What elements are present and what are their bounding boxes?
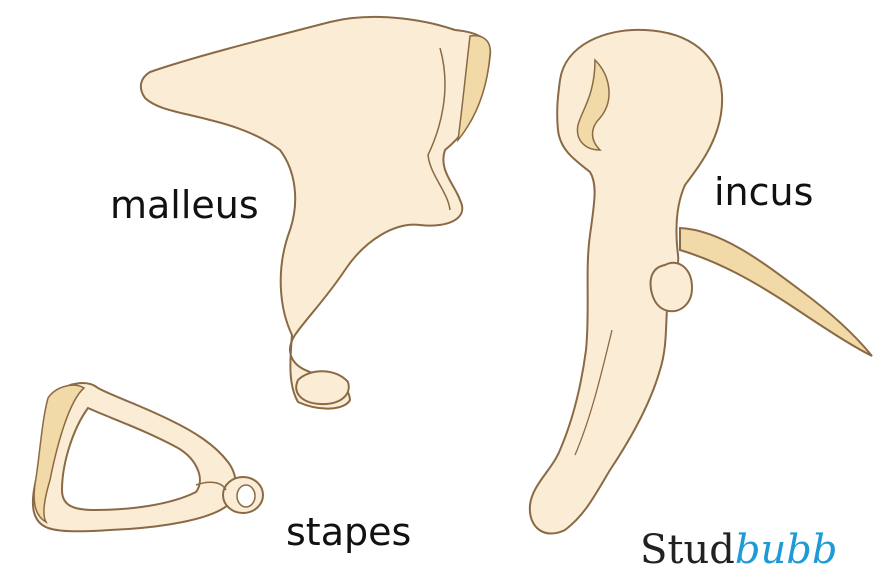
incus-long-process: [680, 228, 872, 356]
incus-body: [530, 30, 722, 534]
ossicles-diagram: malleus incus stapes Studbubb: [0, 0, 878, 557]
footer-prefix: Stud: [640, 527, 735, 573]
incus-label: incus: [714, 173, 813, 211]
stapes-bone: [33, 383, 263, 531]
incus-bone: [530, 30, 872, 534]
malleus-label: malleus: [110, 186, 259, 224]
malleus-handle-end: [296, 371, 349, 404]
ossicles-illustration: [0, 0, 878, 557]
stapes-label: stapes: [286, 513, 411, 551]
stapes-head-inner: [237, 485, 255, 507]
incus-lenticular-process: [651, 263, 692, 312]
footer-brand-text: Studbubb: [640, 530, 837, 570]
footer-emphasis: bubb: [735, 527, 838, 573]
